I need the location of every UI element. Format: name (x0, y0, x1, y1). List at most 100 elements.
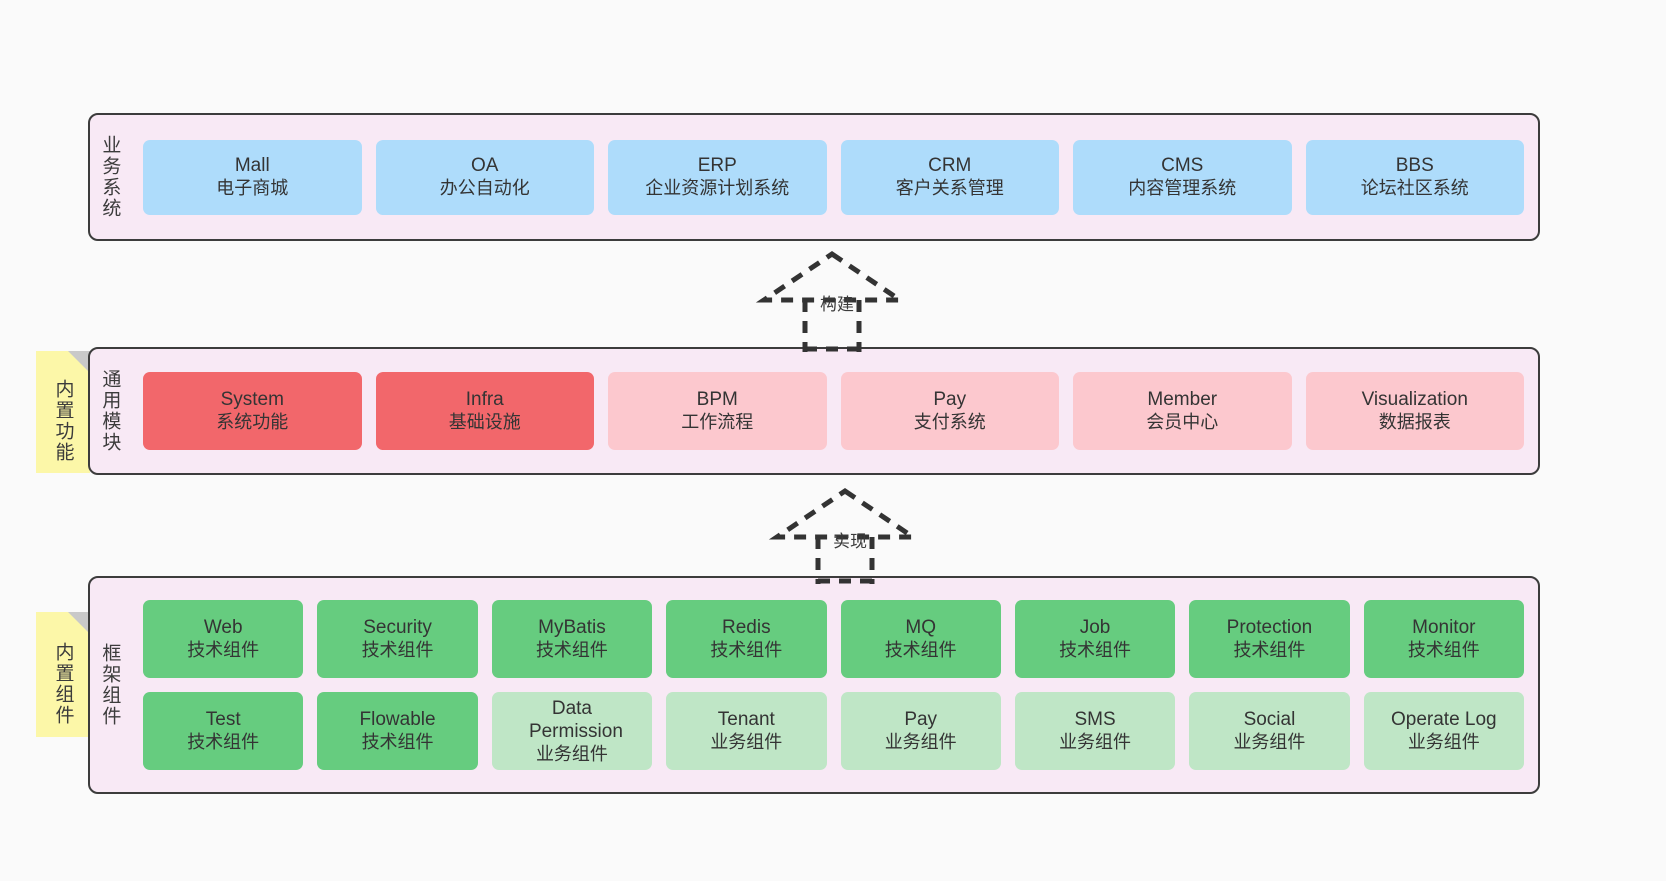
card-subtitle: 技术组件 (535, 640, 608, 661)
card-visualization[interactable]: Visualization 数据报表 (1305, 372, 1524, 450)
card-title: Job (1079, 617, 1111, 639)
card-erp[interactable]: ERP 企业资源计划系统 (608, 139, 827, 215)
layer-title-text: 通用模块 (99, 369, 121, 453)
card-row: Test 技术组件 Flowable 技术组件 Data Permission … (143, 692, 1524, 770)
layer-body-business-system: Mall 电子商城 OA 办公自动化 ERP 企业资源计划系统 CRM 客户关系… (129, 115, 1538, 239)
card-subtitle: 技术组件 (710, 640, 783, 661)
card-subtitle: 技术组件 (1059, 640, 1132, 661)
card-title: Tenant (717, 709, 775, 731)
card-title: Social (1243, 709, 1296, 731)
card-subtitle: 内容管理系统 (1128, 178, 1237, 199)
card-cms[interactable]: CMS 内容管理系统 (1073, 139, 1292, 215)
card-title: Flowable (359, 709, 436, 731)
card-title: CRM (928, 155, 972, 177)
card-title: Monitor (1412, 617, 1476, 639)
card-redis[interactable]: Redis 技术组件 (666, 600, 827, 678)
card-member[interactable]: Member 会员中心 (1073, 372, 1292, 450)
sticky-fold-corner (68, 351, 90, 373)
card-title: Data Permission (528, 697, 623, 742)
card-title: Pay (904, 709, 938, 731)
card-web[interactable]: Web 技术组件 (143, 600, 304, 678)
card-title: CMS (1161, 155, 1204, 177)
card-infra[interactable]: Infra 基础设施 (375, 372, 594, 450)
layer-body-framework-component: Web 技术组件 Security 技术组件 MyBatis 技术组件 Redi… (129, 578, 1538, 792)
card-operate-log[interactable]: Operate Log 业务组件 (1363, 692, 1524, 770)
card-pay[interactable]: Pay 支付系统 (840, 372, 1059, 450)
card-tenant[interactable]: Tenant 业务组件 (666, 692, 827, 770)
layer-body-common-module: System 系统功能 Infra 基础设施 BPM 工作流程 Pay 支付系统… (129, 349, 1538, 473)
card-oa[interactable]: OA 办公自动化 (375, 139, 594, 215)
connector-implement: 实现 (765, 485, 925, 585)
card-title: BBS (1395, 155, 1434, 177)
card-title: MQ (905, 617, 936, 639)
card-flowable[interactable]: Flowable 技术组件 (317, 692, 478, 770)
layer-title-business-system: 业务系统 (90, 115, 129, 239)
card-title: ERP (697, 155, 737, 177)
card-subtitle: 技术组件 (187, 640, 260, 661)
card-title: MyBatis (538, 617, 606, 639)
connector-implement-label: 实现 (833, 532, 867, 551)
card-subtitle: 技术组件 (884, 640, 957, 661)
card-subtitle: 技术组件 (361, 732, 434, 753)
layer-title-framework-component: 框架组件 (90, 578, 129, 792)
card-title: Visualization (1361, 389, 1468, 411)
card-system[interactable]: System 系统功能 (143, 372, 362, 450)
card-title: Member (1147, 389, 1218, 411)
card-title: Mall (234, 155, 270, 177)
card-test[interactable]: Test 技术组件 (143, 692, 304, 770)
card-subtitle: 技术组件 (361, 640, 434, 661)
card-security[interactable]: Security 技术组件 (317, 600, 478, 678)
card-title: Operate Log (1390, 709, 1497, 731)
card-title: BPM (696, 389, 738, 411)
card-subtitle: 技术组件 (1407, 640, 1480, 661)
card-subtitle: 办公自动化 (439, 178, 530, 199)
card-title: OA (471, 155, 499, 177)
card-subtitle: 业务组件 (710, 732, 783, 753)
card-mq[interactable]: MQ 技术组件 (840, 600, 1001, 678)
sticky-note-text: 内置功能 (52, 379, 74, 463)
card-mybatis[interactable]: MyBatis 技术组件 (491, 600, 653, 678)
card-title: Pay (933, 389, 967, 411)
card-title: System (220, 389, 284, 411)
card-title: Protection (1226, 617, 1313, 639)
card-bpm[interactable]: BPM 工作流程 (608, 372, 827, 450)
card-subtitle: 企业资源计划系统 (645, 178, 790, 199)
card-title: Infra (465, 389, 504, 411)
card-data-permission[interactable]: Data Permission 业务组件 (491, 692, 653, 770)
card-subtitle: 会员中心 (1146, 412, 1219, 433)
card-subtitle: 论坛社区系统 (1360, 178, 1469, 199)
sticky-fold-corner (68, 612, 90, 634)
card-subtitle: 系统功能 (216, 412, 289, 433)
card-subtitle: 业务组件 (1407, 732, 1480, 753)
card-row: Web 技术组件 Security 技术组件 MyBatis 技术组件 Redi… (143, 600, 1524, 678)
layer-common-module: 通用模块 System 系统功能 Infra 基础设施 BPM 工作流程 Pay (88, 347, 1540, 475)
card-title: Web (203, 617, 243, 639)
card-row: System 系统功能 Infra 基础设施 BPM 工作流程 Pay 支付系统… (143, 372, 1524, 450)
layer-title-text: 业务系统 (99, 135, 121, 219)
card-bbs[interactable]: BBS 论坛社区系统 (1305, 139, 1524, 215)
card-sms[interactable]: SMS 业务组件 (1014, 692, 1176, 770)
implement-arrow-icon (768, 487, 922, 584)
card-mall[interactable]: Mall 电子商城 (143, 139, 362, 215)
layer-title-text: 框架组件 (99, 643, 121, 727)
card-pay-component[interactable]: Pay 业务组件 (840, 692, 1001, 770)
card-subtitle: 数据报表 (1378, 412, 1451, 433)
card-social[interactable]: Social 业务组件 (1189, 692, 1350, 770)
card-subtitle: 工作流程 (681, 412, 754, 433)
card-title: Security (363, 617, 432, 639)
card-monitor[interactable]: Monitor 技术组件 (1363, 600, 1524, 678)
sticky-note-text: 内置组件 (52, 641, 74, 726)
card-subtitle: 业务组件 (884, 732, 957, 753)
connector-build: 构建 (752, 248, 912, 353)
card-protection[interactable]: Protection 技术组件 (1189, 600, 1350, 678)
sticky-note-builtin-function: 内置功能 (36, 351, 90, 473)
card-row: Mall 电子商城 OA 办公自动化 ERP 企业资源计划系统 CRM 客户关系… (143, 139, 1524, 215)
card-subtitle: 技术组件 (187, 732, 260, 753)
card-subtitle: 业务组件 (535, 743, 608, 764)
build-arrow-icon (755, 250, 909, 352)
card-subtitle: 基础设施 (448, 412, 521, 433)
card-crm[interactable]: CRM 客户关系管理 (840, 139, 1059, 215)
card-title: SMS (1074, 709, 1116, 731)
card-job[interactable]: Job 技术组件 (1014, 600, 1176, 678)
